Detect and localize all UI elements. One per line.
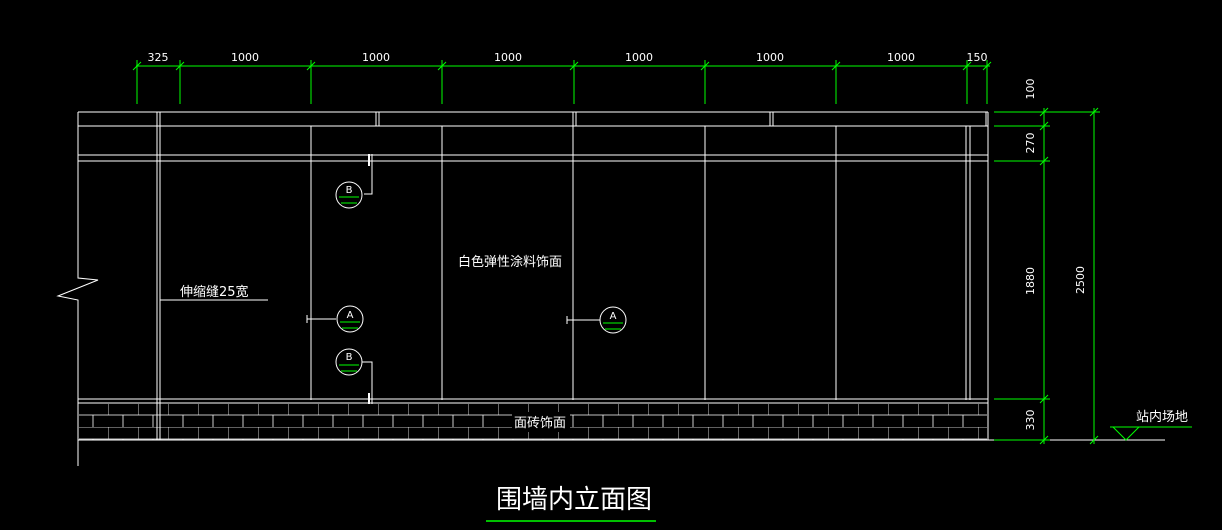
section-marker-b-top-text: B [346, 185, 353, 196]
dim-label-6: 1000 [756, 51, 784, 64]
expansion-joint-label: 伸缩缝25宽 [180, 284, 249, 300]
ground-level-symbol [1110, 426, 1192, 441]
dim-total: 2500 [1074, 266, 1087, 294]
section-marker-a-left: A [306, 305, 364, 333]
dim-330: 330 [1024, 410, 1037, 431]
section-marker-b-bottom-text: B [346, 352, 353, 363]
dim-label-7: 1000 [887, 51, 915, 64]
top-dimension-labels: 325 1000 1000 1000 1000 1000 1000 150 [148, 51, 988, 64]
right-dimension-labels: 100 270 1880 330 2500 [1024, 79, 1087, 431]
dim-label-5: 1000 [625, 51, 653, 64]
dim-1880: 1880 [1024, 267, 1037, 295]
expansion-joint-callout: 伸缩缝25宽 [160, 284, 268, 301]
top-dimension-chain [132, 60, 992, 104]
ground-label: 站内场地 [1136, 409, 1188, 425]
drawing-title-text: 围墙内立面图 [496, 485, 652, 515]
coating-label: 白色弹性涂料饰面 [458, 254, 562, 270]
dim-label-1: 325 [148, 51, 169, 64]
section-marker-a-right: A [566, 306, 627, 334]
section-marker-a-left-text: A [347, 310, 354, 321]
drawing-title: 围墙内立面图 [486, 485, 656, 522]
section-marker-b-top: B [335, 154, 373, 209]
dim-label-4: 1000 [494, 51, 522, 64]
tile-label-mask [512, 412, 570, 432]
dim-label-8: 150 [967, 51, 988, 64]
right-dimension-chain [994, 107, 1100, 445]
dim-100: 100 [1024, 79, 1037, 100]
dim-270: 270 [1024, 133, 1037, 154]
section-marker-b-bottom: B [335, 348, 373, 404]
section-marker-a-right-text: A [610, 311, 617, 322]
dim-label-3: 1000 [362, 51, 390, 64]
tile-label: 面砖饰面 [514, 416, 566, 431]
dim-label-2: 1000 [231, 51, 259, 64]
wall-outline [56, 111, 1165, 466]
